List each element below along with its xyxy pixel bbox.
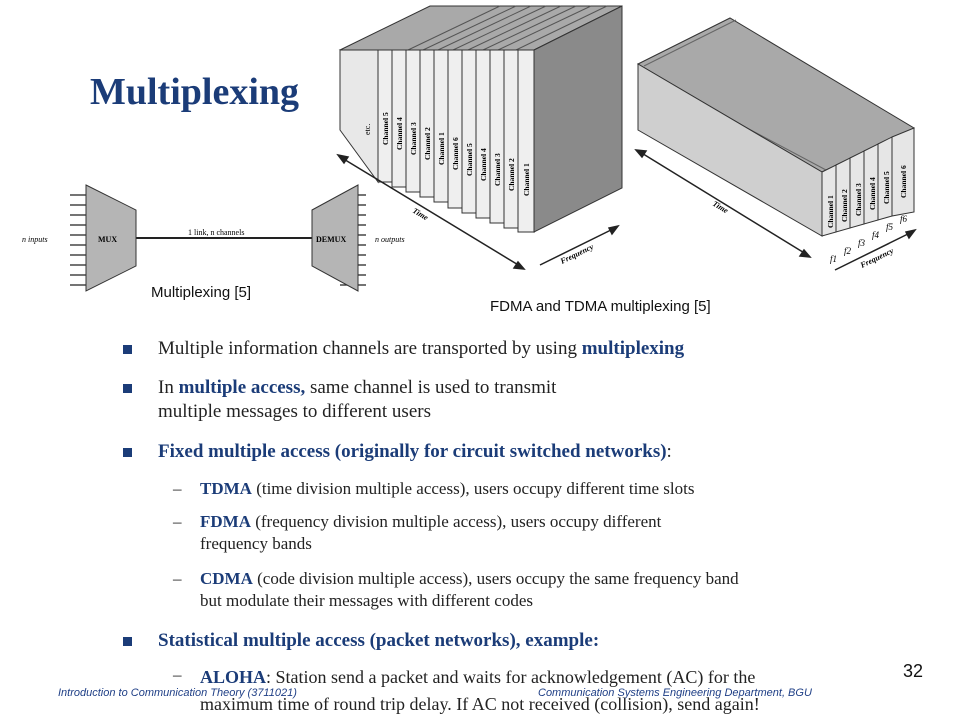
tdma-back-channel-4: Channel 4 (395, 117, 404, 150)
bullet-marker (123, 345, 132, 354)
bullet-multiple-access: In multiple access, same channel is used… (158, 376, 556, 424)
fdma-time-label: Time (711, 199, 730, 215)
mux-diagram: n inputs MUX 1 link, n channels DEMUX n … (22, 184, 405, 292)
sub-dash: – (173, 665, 182, 684)
tdma-time-label: Time (411, 206, 430, 222)
bullet-keyword: multiple access, (178, 377, 306, 398)
fdma-diagram: Channel 1 Channel 2 Channel 3 Channel 4 … (634, 17, 917, 271)
tdma-front-channel-2: Channel 2 (507, 158, 516, 191)
n-outputs-label: n outputs (375, 235, 405, 244)
fdma-channel-6: Channel 6 (899, 165, 908, 198)
sub-bullet-tdma: TDMA (time division multiple access), us… (200, 478, 694, 500)
tdma-back-channel-3: Channel 3 (409, 122, 418, 155)
bullet-text: multiple messages to different users (158, 401, 431, 422)
sub-keyword: FDMA (200, 512, 251, 531)
sub-text: (time division multiple access), users o… (251, 479, 695, 498)
bullet-keyword: Statistical multiple access (packet netw… (158, 630, 600, 651)
tdma-front-channel-3: Channel 3 (493, 153, 502, 186)
fdma-channel-4: Channel 4 (868, 177, 877, 210)
page-number: 32 (903, 661, 924, 681)
sub-text: maximum time of round trip delay. If AC … (200, 694, 760, 714)
fdma-channel-5: Channel 5 (882, 171, 891, 204)
sub-dash: – (173, 479, 182, 498)
fdma-freq-f4: f4 (872, 230, 880, 240)
bullet-text: same channel is used to transmit (305, 377, 557, 398)
sub-keyword: CDMA (200, 569, 253, 588)
sub-text: (frequency division multiple access), us… (250, 512, 662, 531)
sub-text: but modulate their messages with differe… (200, 591, 533, 610)
sub-bullet-aloha: ALOHA: Station send a packet and waits f… (200, 664, 760, 718)
fdma-channel-1: Channel 1 (826, 195, 835, 228)
n-inputs-label: n inputs (22, 235, 48, 244)
bullet-text: Multiple information channels are transp… (158, 338, 582, 359)
fdma-freq-f1: f1 (830, 254, 837, 264)
tdma-front-channel-4: Channel 4 (479, 148, 488, 181)
tdma-diagram: etc. Channel 5 Channel 4 Channel 3 Chann… (336, 5, 623, 270)
fdma-channel-3: Channel 3 (854, 183, 863, 216)
sub-dash: – (173, 569, 182, 588)
sub-text: (code division multiple access), users o… (252, 569, 739, 588)
footer-department: Communication Systems Engineering Depart… (538, 687, 812, 699)
fdma-freq-f6: f6 (900, 214, 908, 224)
bullet-keyword: Fixed multiple access (originally for ci… (158, 441, 667, 462)
sub-dash: – (173, 512, 182, 531)
tdma-back-channel-5: Channel 5 (381, 112, 390, 145)
bullet-fixed-access: Fixed multiple access (originally for ci… (158, 440, 672, 464)
bullet-marker (123, 384, 132, 393)
bullet-text: In (158, 377, 179, 398)
fdma-freq-f2: f2 (844, 246, 852, 256)
bullet-keyword: multiplexing (581, 338, 685, 359)
tdma-front-channel-1: Channel 1 (522, 163, 531, 196)
tdma-etc-label: etc. (363, 124, 372, 135)
bullet-statistical-access: Statistical multiple access (packet netw… (158, 629, 599, 653)
sub-keyword: TDMA (200, 479, 252, 498)
fdma-freq-f3: f3 (858, 238, 866, 248)
mux-figure-caption: Multiplexing [5] (151, 284, 252, 301)
bullet-marker (123, 448, 132, 457)
fdma-channel-2: Channel 2 (840, 189, 849, 222)
sub-bullet-cdma: CDMA (code division multiple access), us… (200, 568, 739, 612)
tdma-back-channel-1: Channel 1 (437, 132, 446, 165)
sub-keyword: ALOHA (200, 667, 267, 687)
bullet-marker (123, 637, 132, 646)
sub-bullet-fdma: FDMA (frequency division multiple access… (200, 511, 661, 555)
mux-label: MUX (98, 235, 117, 244)
tdma-back-channel-2: Channel 2 (423, 127, 432, 160)
slide-title: Multiplexing (90, 71, 300, 113)
tdma-front-channel-6: Channel 6 (451, 137, 460, 170)
footer-course: Introduction to Communication Theory (37… (58, 687, 297, 699)
sub-text: frequency bands (200, 534, 312, 553)
bullet-multiplexing: Multiple information channels are transp… (158, 337, 684, 361)
fdma-figure-caption: FDMA and TDMA multiplexing [5] (490, 298, 711, 315)
tdma-front-channel-5: Channel 5 (465, 143, 474, 176)
fdma-freq-f5: f5 (886, 222, 894, 232)
demux-label: DEMUX (316, 235, 346, 244)
sub-text: : Station send a packet and waits for ac… (266, 667, 756, 687)
bullet-text: : (666, 441, 672, 462)
link-label: 1 link, n channels (188, 228, 244, 237)
